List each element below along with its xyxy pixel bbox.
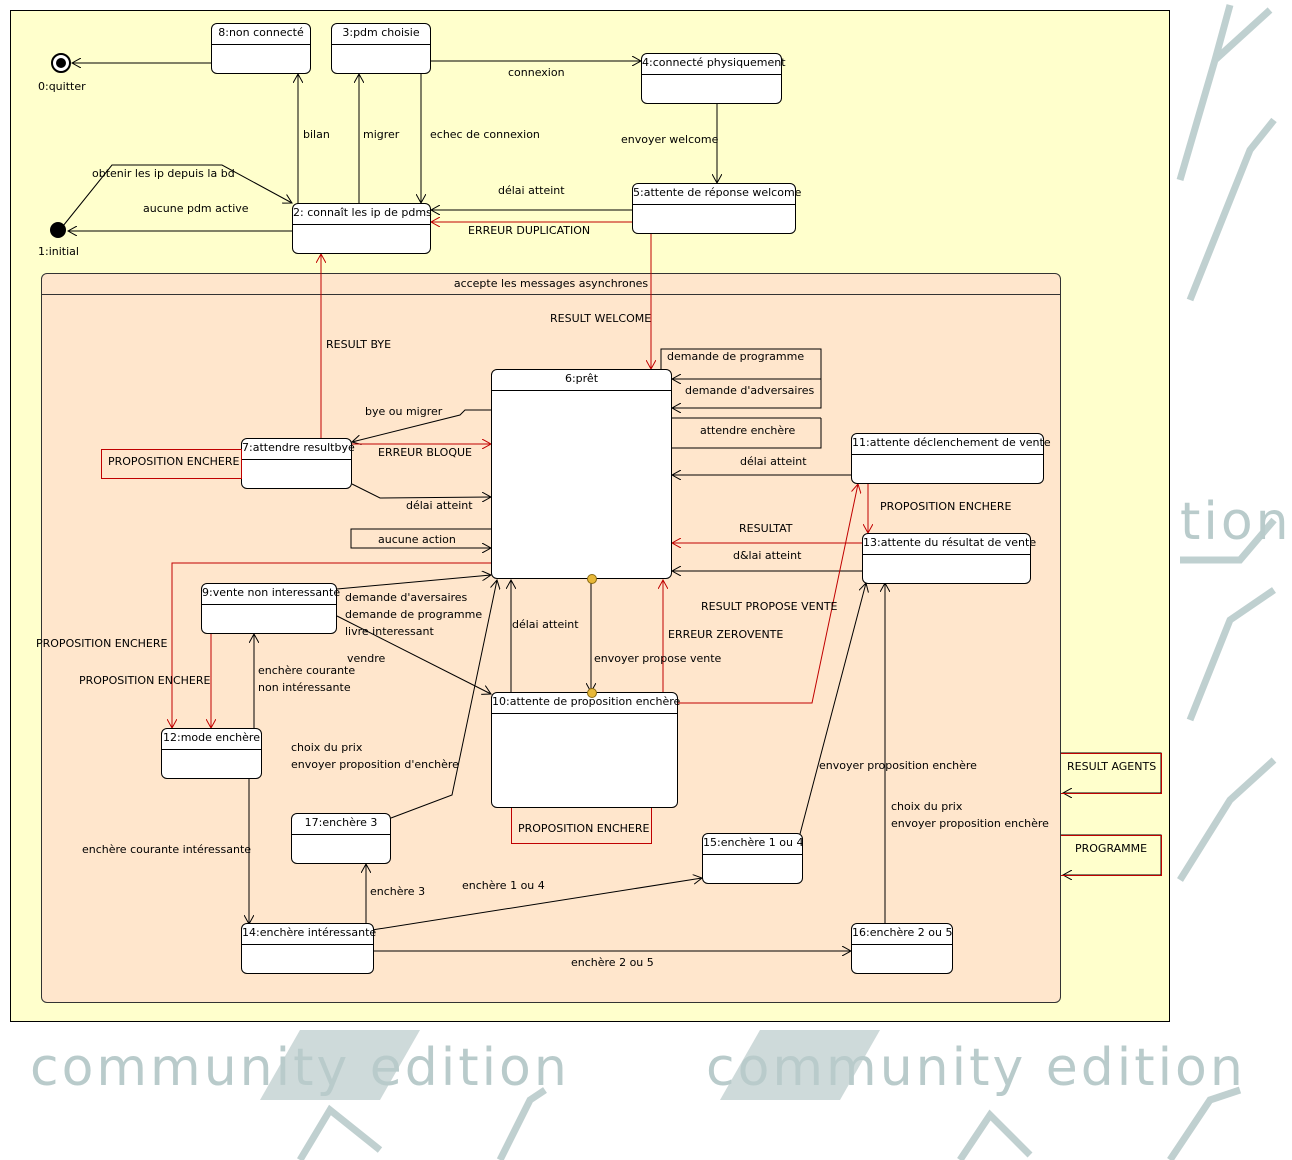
edge-label: choix du prix [291, 741, 363, 754]
edge-label: enchère courante [258, 664, 356, 677]
edge-label: envoyer propose vente [594, 652, 722, 665]
signal-programme: PROGRAMME [1061, 835, 1162, 876]
state-title: 6:prêt [492, 370, 671, 391]
state-17[interactable]: 17:enchère 3 [291, 813, 391, 864]
state-title: 11:attente déclenchement de vente [852, 434, 1051, 455]
edge-label: ERREUR DUPLICATION [468, 224, 591, 237]
edge-label: PROPOSITION ENCHERE [36, 637, 168, 650]
initial-state-label: 1:initial [38, 245, 79, 258]
state-title: 3:pdm choisie [332, 24, 430, 45]
junction-dot [587, 688, 597, 698]
state-title: 8:non connecté [212, 24, 310, 45]
state-15[interactable]: 15:enchère 1 ou 4 [702, 833, 803, 884]
loop-label-attendre-enchere: attendre enchère [700, 424, 796, 437]
edge-label: connexion [508, 66, 565, 79]
edge-label: d&lai atteint [733, 549, 802, 562]
watermark-text-2: community edition [706, 1038, 1246, 1098]
edge-label: echec de connexion [430, 128, 540, 141]
state-2[interactable]: 2: connaît les ip de pdms [292, 203, 432, 254]
edge-label: délai atteint [498, 184, 565, 197]
loop-label-demande-programme: demande de programme [667, 350, 805, 363]
edge-label: envoyer proposition enchère [891, 817, 1049, 830]
edge-label: obtenir les ip depuis la bd [92, 167, 235, 180]
state-title: 15:enchère 1 ou 4 [703, 834, 803, 855]
edge-label: envoyer welcome [621, 133, 719, 146]
junction-dot [587, 574, 597, 584]
watermark-text-1: community edition [30, 1038, 570, 1098]
state-title: 12:mode enchère [162, 729, 261, 750]
state-13[interactable]: 13:attente du résultat de vente [862, 533, 1036, 584]
edge-label: PROPOSITION ENCHERE [880, 500, 1012, 513]
edge-label: envoyer proposition enchère [819, 759, 977, 772]
state-title: 2: connaît les ip de pdms [293, 204, 432, 225]
edge-label: enchère 3 [370, 885, 426, 898]
edge-label: RESULT WELCOME [550, 312, 652, 325]
edge-label: non intéressante [258, 681, 351, 694]
signal-proposition-enchere-10: PROPOSITION ENCHERE [511, 808, 652, 844]
state-title: 13:attente du résultat de vente [863, 534, 1036, 555]
edge-label: enchère 1 ou 4 [462, 879, 545, 892]
composite-title: accepte les messages asynchrones [42, 274, 1060, 295]
state-title: 14:enchère intéressante [242, 924, 376, 945]
edge-label: bye ou migrer [365, 405, 443, 418]
edge-label: RESULTAT [739, 522, 793, 535]
edge-label: RESULT PROPOSE VENTE [701, 600, 838, 613]
edge-label: bilan [303, 128, 330, 141]
edge-label: délai atteint [512, 618, 579, 631]
state-9[interactable]: 9:vente non interessante [201, 583, 340, 634]
state-14[interactable]: 14:enchère intéressante [241, 923, 376, 974]
edge-label: livre interessant [345, 625, 434, 638]
state-title: 17:enchère 3 [292, 814, 390, 835]
edge-label: ERREUR BLOQUE [378, 446, 472, 459]
edge-label: demande d'aversaires [345, 591, 468, 604]
state-11[interactable]: 11:attente déclenchement de vente [851, 433, 1051, 484]
watermark-text-partial: tion [1180, 492, 1292, 552]
edge-label: enchère 2 ou 5 [571, 956, 654, 969]
edge-label: demande de programme [345, 608, 483, 621]
state-5[interactable]: 5:attente de réponse welcome [632, 183, 801, 234]
signal-proposition-enchere-7: PROPOSITION ENCHERE [101, 449, 242, 479]
state-12[interactable]: 12:mode enchère [161, 728, 262, 779]
loop-label-demande-adversaires: demande d'adversaires [685, 384, 815, 397]
state-4[interactable]: 4:connecté physiquement [641, 53, 786, 104]
edge-label: délai atteint [740, 455, 807, 468]
edge-label: choix du prix [891, 800, 963, 813]
state-title: 10:attente de proposition enchère [492, 693, 680, 714]
final-state-label: 0:quitter [38, 80, 86, 93]
edge-label: aucune pdm active [143, 202, 249, 215]
edge-label: délai atteint [406, 499, 473, 512]
state-title: 9:vente non interessante [202, 584, 340, 605]
initial-state-icon [50, 222, 66, 238]
signal-result-agents: RESULT AGENTS [1061, 753, 1162, 794]
edge-label: migrer [363, 128, 400, 141]
state-10[interactable]: 10:attente de proposition enchère [491, 692, 680, 808]
state-title: 7:attendre resultbye [242, 439, 355, 460]
state-8[interactable]: 8:non connecté [211, 23, 311, 74]
state-title: 16:enchère 2 ou 5 [852, 924, 952, 945]
state-3[interactable]: 3:pdm choisie [331, 23, 431, 74]
edge-label: PROPOSITION ENCHERE [79, 674, 211, 687]
state-16[interactable]: 16:enchère 2 ou 5 [851, 923, 953, 974]
edge-label: envoyer proposition d'enchère [291, 758, 459, 771]
state-6[interactable]: 6:prêt [491, 369, 672, 579]
edge-label: RESULT BYE [326, 338, 392, 351]
edge-label: aucune action [378, 533, 456, 546]
state-title: 4:connecté physiquement [642, 54, 786, 75]
state-7[interactable]: 7:attendre resultbye [241, 438, 355, 489]
state-title: 5:attente de réponse welcome [633, 184, 801, 205]
edge-label: vendre [347, 652, 386, 665]
final-state-icon [51, 53, 71, 73]
edge-label: ERREUR ZEROVENTE [668, 628, 784, 641]
edge-label: enchère courante intéressante [82, 843, 252, 856]
